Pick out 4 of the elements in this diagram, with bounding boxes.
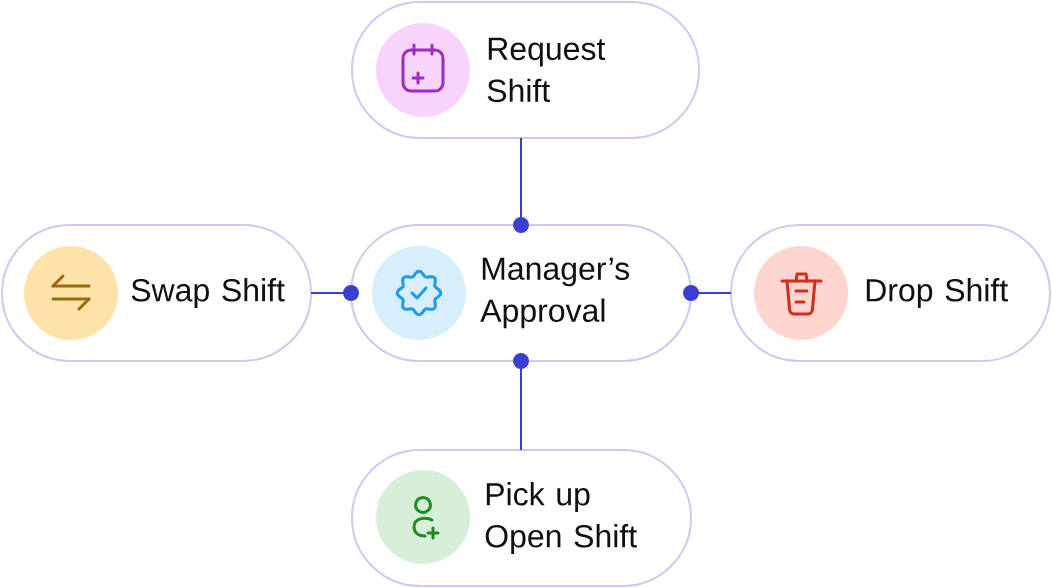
connector [683, 285, 732, 301]
connector [513, 137, 529, 233]
connector [310, 285, 359, 301]
connector [513, 353, 529, 451]
